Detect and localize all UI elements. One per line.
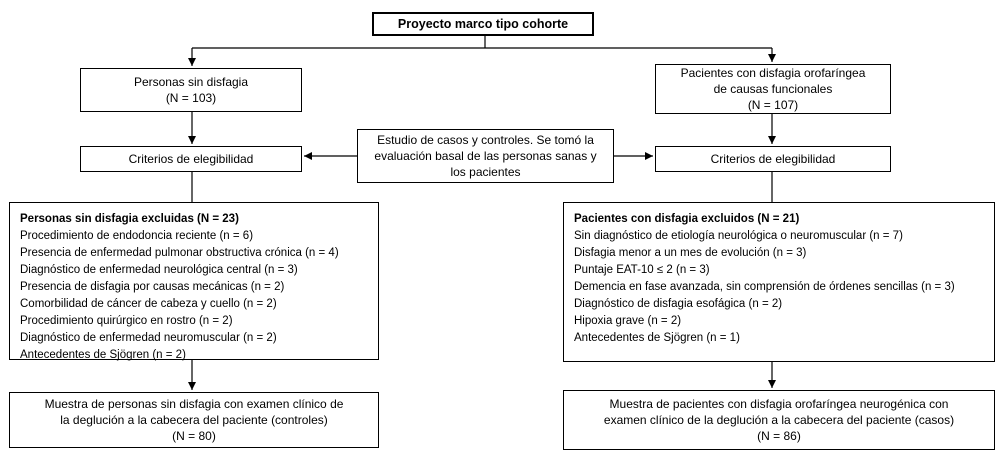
exclusion-item: Procedimiento de endodoncia reciente (n … xyxy=(20,230,254,242)
exclusion-item: Disfagia menor a un mes de evolución (n … xyxy=(574,247,807,259)
exclusion-item: Presencia de disfagia por causas mecánic… xyxy=(20,281,285,293)
controls-exclusions-node: Personas sin disfagia excluidas (N = 23)… xyxy=(9,202,379,361)
cases-eligibility-node: Criterios de elegibilidad xyxy=(655,146,891,172)
exclusion-item: Antecedentes de Sjögren (n = 2) xyxy=(20,349,186,361)
study-design-note-node: Estudio de casos y controles. Se tomó la… xyxy=(357,129,614,183)
exclusion-item: Diagnóstico de enfermedad neurológica ce… xyxy=(20,264,298,276)
exclusion-item: Presencia de enfermedad pulmonar obstruc… xyxy=(20,247,339,259)
root-node-project-title: Proyecto marco tipo cohorte xyxy=(372,12,594,36)
exclusion-item: Diagnóstico de disfagia esofágica (n = 2… xyxy=(574,298,783,310)
cases-exclusions-title: Pacientes con disfagia excluidos (N = 21… xyxy=(574,213,800,225)
cases-exclusions-node: Pacientes con disfagia excluidos (N = 21… xyxy=(563,202,995,362)
exclusion-item: Comorbilidad de cáncer de cabeza y cuell… xyxy=(20,298,277,310)
cases-final-sample-node: Muestra de pacientes con disfagia orofar… xyxy=(563,390,995,450)
exclusion-item: Sin diagnóstico de etiología neurológica… xyxy=(574,230,903,242)
controls-final-sample-node: Muestra de personas sin disfagia con exa… xyxy=(9,392,379,448)
exclusion-item: Antecedentes de Sjögren (n = 1) xyxy=(574,332,740,344)
cases-population-node: Pacientes con disfagia orofaríngea de ca… xyxy=(655,64,891,114)
controls-population-node: Personas sin disfagia (N = 103) xyxy=(80,68,302,112)
exclusion-item: Diagnóstico de enfermedad neuromuscular … xyxy=(20,332,277,344)
exclusion-item: Hipoxia grave (n = 2) xyxy=(574,315,682,327)
controls-exclusions-title: Personas sin disfagia excluidas (N = 23) xyxy=(20,213,239,225)
exclusion-item: Procedimiento quirúrgico en rostro (n = … xyxy=(20,315,233,327)
exclusion-item: Demencia en fase avanzada, sin comprensi… xyxy=(574,281,955,293)
exclusion-item: Puntaje EAT-10 ≤ 2 (n = 3) xyxy=(574,264,710,276)
controls-eligibility-node: Criterios de elegibilidad xyxy=(80,146,302,172)
